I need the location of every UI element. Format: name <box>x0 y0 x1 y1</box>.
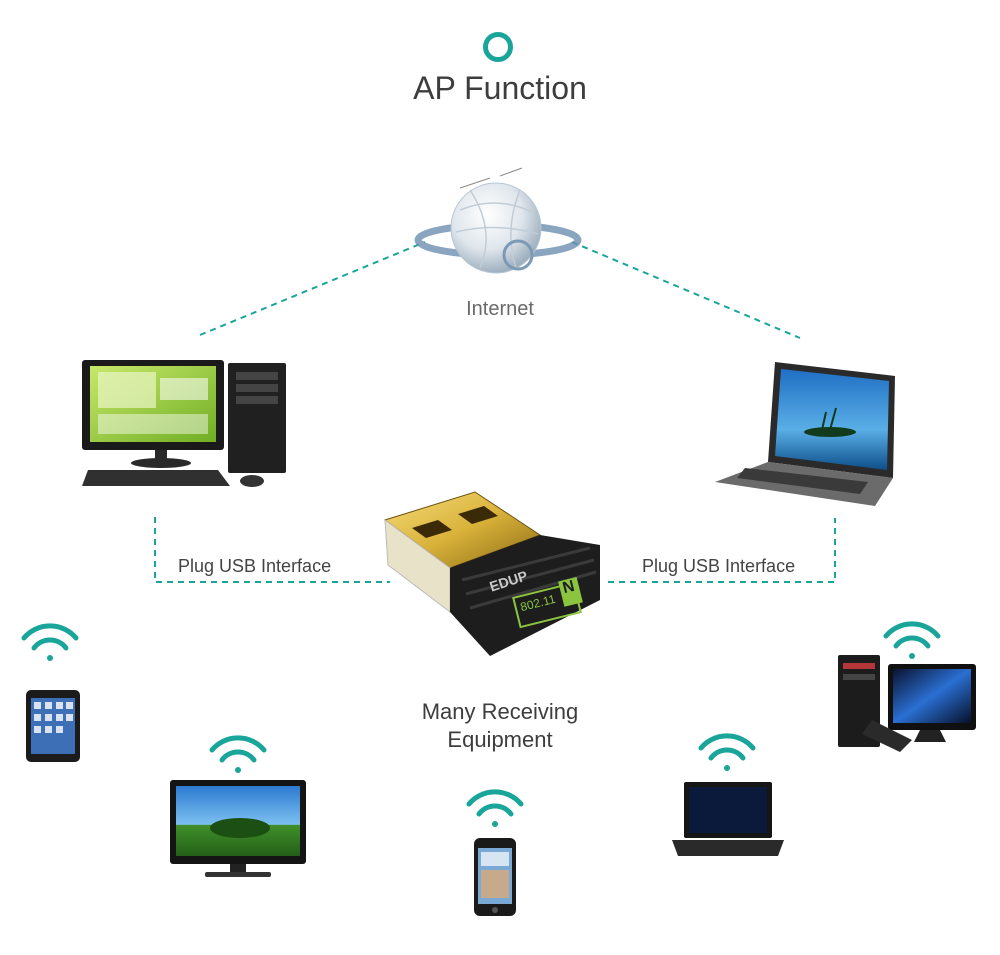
page-title: AP Function <box>413 70 587 106</box>
link-internet-laptop <box>571 241 801 339</box>
usb-adapter-icon <box>383 491 600 656</box>
monitor-pc-icon <box>838 655 976 752</box>
link-internet-desktop <box>199 241 426 336</box>
link-laptop-adapter <box>608 518 836 583</box>
laptop-icon <box>672 782 784 856</box>
receivers-label: Many Receiving Equipment <box>380 698 620 754</box>
laptop-icon <box>715 362 895 506</box>
connector-lines <box>154 241 836 583</box>
globe-icon <box>414 167 582 274</box>
wifi-icon <box>21 621 941 827</box>
tablet-icon <box>26 690 80 762</box>
receivers-label-line2: Equipment <box>447 727 553 752</box>
plug-usb-label-left: Plug USB Interface <box>178 556 332 576</box>
title-ring-icon <box>483 32 513 62</box>
link-desktop-adapter <box>154 517 390 583</box>
desktop-pc-icon <box>82 360 286 487</box>
smartphone-icon <box>474 838 516 916</box>
internet-label: Internet <box>466 298 534 320</box>
plug-usb-label-right: Plug USB Interface <box>642 556 796 576</box>
receivers-label-line1: Many Receiving <box>421 699 579 724</box>
tv-icon <box>170 780 306 877</box>
